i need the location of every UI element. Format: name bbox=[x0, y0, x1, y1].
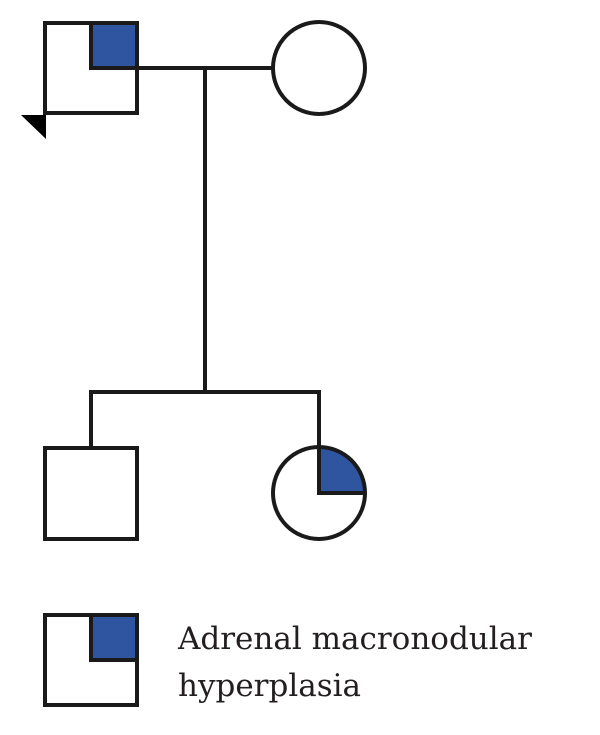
affected-quadrant bbox=[319, 447, 365, 493]
son-symbol bbox=[43, 446, 139, 541]
proband-arrow-icon bbox=[21, 115, 46, 139]
mother-symbol bbox=[271, 20, 367, 116]
legend-line-2: hyperplasia bbox=[178, 668, 362, 704]
legend-label: Adrenal macronodular hyperplasia bbox=[178, 616, 532, 710]
affected-quadrant bbox=[91, 23, 137, 68]
daughter-symbol bbox=[271, 445, 367, 541]
father-symbol bbox=[21, 21, 139, 139]
legend-line-1: Adrenal macronodular bbox=[178, 621, 532, 657]
legend-symbol bbox=[43, 613, 139, 707]
